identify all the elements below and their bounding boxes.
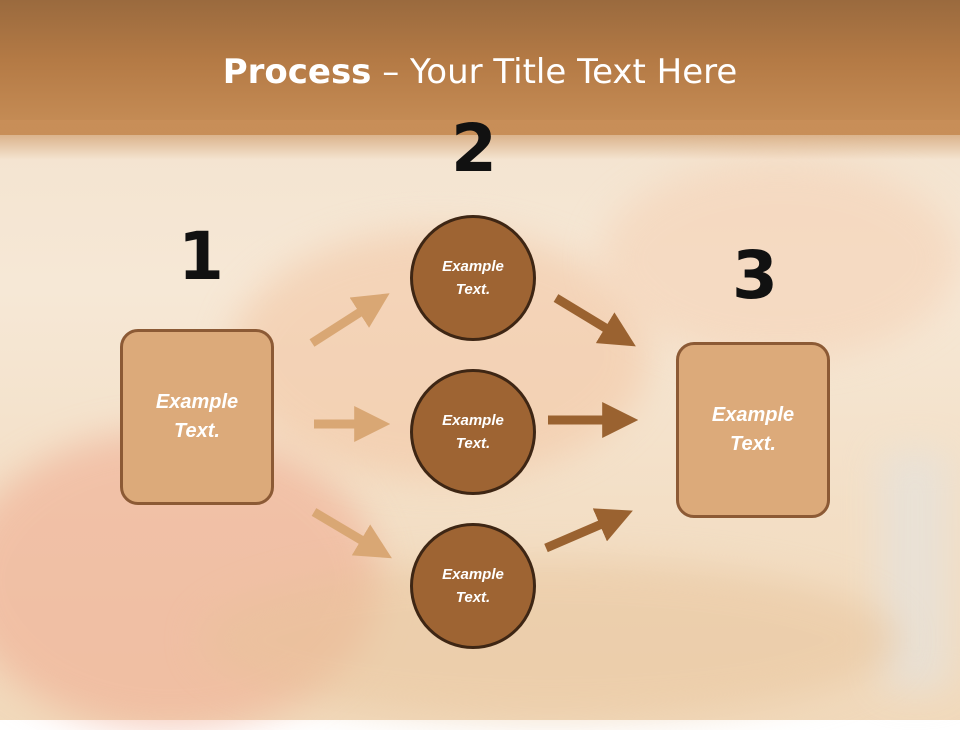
slide-title: Process – Your Title Text Here [0, 52, 960, 92]
step-number-3: 3 [732, 237, 778, 314]
step-number-2: 2 [451, 110, 497, 187]
title-rest: – Your Title Text Here [371, 52, 738, 92]
circle-top-line1: Example [442, 258, 504, 275]
arrow-1-to-bottom [311, 508, 392, 559]
hand-shape-right [600, 160, 960, 360]
step-2-circle-bottom: Example Text. [410, 523, 536, 649]
step-2-circle-top: Example Text. [410, 215, 536, 341]
arrow-bottom-to-3 [544, 508, 633, 553]
table-shape [200, 560, 900, 720]
circle-bottom-line1: Example [442, 566, 504, 583]
step-1-text-line2: Text. [174, 420, 220, 442]
title-bar [0, 0, 960, 135]
step-number-1: 1 [178, 218, 224, 295]
circle-top-line2: Text. [455, 281, 491, 298]
arrow-top-to-3 [553, 294, 636, 347]
step-3-box: Example Text. [676, 342, 830, 518]
step-3-text-line2: Text. [730, 433, 776, 455]
step-3-text-line1: Example [711, 404, 795, 426]
circle-middle-line1: Example [442, 412, 504, 429]
step-1-text-line1: Example [155, 391, 239, 413]
title-bold: Process [222, 52, 372, 92]
circle-middle-line2: Text. [455, 435, 491, 452]
title-bar-fade [0, 120, 960, 160]
step-1-box: Example Text. [120, 329, 274, 505]
arrow-1-to-top [309, 293, 390, 347]
circle-bottom-line2: Text. [455, 589, 491, 606]
step-2-circle-middle: Example Text. [410, 369, 536, 495]
